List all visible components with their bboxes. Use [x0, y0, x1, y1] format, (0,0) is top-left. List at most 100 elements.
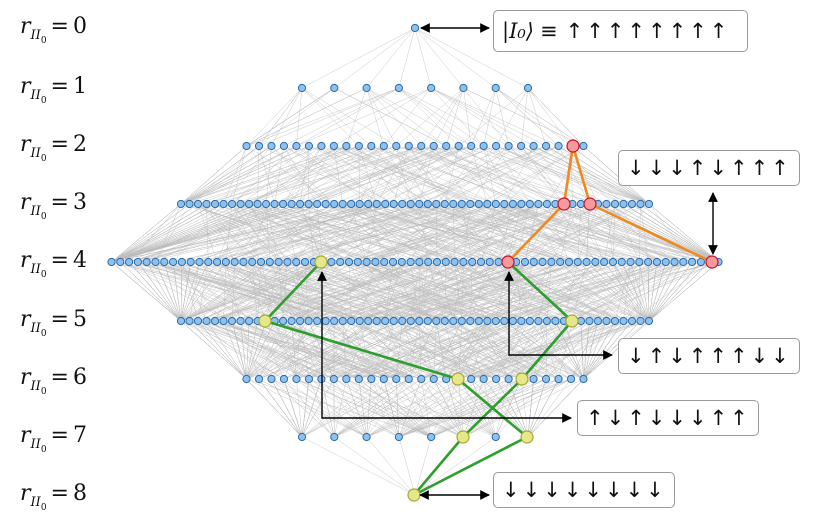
graph-edge	[419, 203, 455, 263]
state-node-r4	[494, 257, 503, 267]
graph-edge	[258, 87, 399, 147]
graph-edge	[431, 87, 547, 147]
state-node-r4	[168, 257, 178, 267]
state-node-r2	[392, 141, 401, 151]
graph-edge	[111, 203, 190, 263]
graph-edge	[342, 145, 472, 205]
state-node-r2	[492, 141, 501, 151]
state-node-r5	[602, 316, 611, 326]
state-node-r1	[362, 83, 371, 93]
state-node-r5	[193, 316, 203, 326]
graph-edge	[120, 261, 233, 322]
state-node-r3	[355, 199, 364, 209]
graph-edge	[583, 145, 650, 205]
graph-edge	[300, 145, 459, 205]
state-node-r2	[279, 141, 289, 151]
graph-edge	[257, 261, 262, 322]
graph-edge	[527, 87, 572, 147]
state-node-r4	[336, 257, 345, 267]
graph-edge	[504, 203, 701, 263]
graph-edge	[508, 145, 565, 205]
state-node-r3	[364, 199, 373, 209]
label-subscript: II	[30, 379, 41, 394]
state-node-r5	[304, 316, 313, 326]
graph-edge	[446, 145, 497, 205]
graph-edge	[612, 203, 616, 263]
graph-edge	[300, 145, 422, 205]
state-node-r7	[427, 432, 436, 442]
graph-edge	[398, 87, 484, 147]
graph-edge	[371, 145, 420, 205]
state-node-r5	[474, 316, 483, 326]
graph-edge	[146, 203, 403, 263]
state-node-r5	[406, 316, 415, 326]
graph-edge	[317, 145, 434, 205]
label-subsubscript: 0	[40, 387, 47, 397]
graph-edge	[342, 261, 596, 322]
graph-edge	[180, 261, 183, 322]
graph-edge	[180, 320, 310, 380]
label-subscript: II	[30, 204, 41, 219]
graph-edge	[436, 203, 570, 263]
state-node-r2	[516, 141, 526, 151]
graph-edge	[282, 320, 297, 380]
state-node-r4	[142, 257, 151, 267]
graph-edge	[495, 87, 572, 147]
row-label-r6: rII0=6	[20, 367, 87, 397]
graph-edge	[527, 87, 584, 147]
label-value: 2	[72, 132, 87, 157]
graph-edge	[402, 145, 522, 205]
state-node-r3	[210, 199, 220, 209]
graph-edge	[216, 261, 301, 322]
state-node-r4	[274, 257, 283, 267]
graph-edge	[111, 203, 309, 263]
row-label-r7: rII0=7	[20, 423, 87, 455]
state-node-r3	[508, 199, 517, 209]
graph-edge	[180, 261, 332, 322]
graph-edge	[458, 145, 650, 205]
graph-edge	[246, 320, 275, 380]
graph-edge	[458, 87, 529, 147]
graph-edge	[258, 378, 303, 438]
highlight-node-yellow	[258, 314, 272, 328]
graph-edge	[444, 145, 509, 205]
graph-edge	[357, 203, 564, 263]
graph-edge	[274, 145, 422, 205]
graph-edge	[296, 87, 303, 147]
graph-edge	[358, 145, 360, 205]
graph-edge	[246, 320, 267, 380]
graph-edge	[470, 87, 496, 147]
state-node-r7	[297, 432, 307, 442]
graph-edge	[199, 203, 394, 263]
label-symbol: r	[20, 248, 31, 273]
state-node-r6	[566, 374, 576, 384]
label-value: 7	[72, 423, 87, 448]
graph-edge	[274, 145, 459, 205]
graph-edge	[155, 261, 267, 322]
graph-edge	[252, 261, 275, 322]
graph-edge	[393, 145, 547, 205]
label-equals: =	[50, 307, 69, 332]
graph-edge	[351, 145, 497, 205]
state-node-r3	[542, 199, 551, 209]
graph-edge	[172, 261, 182, 322]
label-value: 1	[72, 74, 87, 99]
state-node-r5	[244, 316, 254, 326]
graph-edge	[331, 203, 360, 263]
graph-edge	[271, 378, 303, 438]
graph-edge	[248, 320, 322, 380]
graph-edge	[180, 261, 341, 322]
state-node-r6	[267, 374, 276, 384]
state-node-r3	[338, 199, 347, 209]
graph-edge	[419, 203, 513, 263]
state-node-r4	[450, 257, 459, 267]
graph-edge	[563, 203, 596, 263]
graph-edge	[648, 203, 693, 263]
state-node-r4	[397, 257, 406, 267]
ket-label: |I₀⟩	[502, 19, 534, 43]
graph-edge	[180, 145, 322, 205]
state-node-r4	[688, 257, 697, 267]
graph-edge	[137, 203, 403, 263]
graph-edge	[111, 203, 267, 263]
label-symbol: r	[20, 74, 31, 99]
